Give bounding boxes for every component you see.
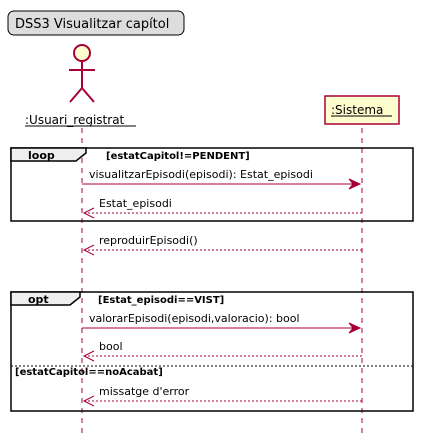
- message-label: Estat_episodi: [99, 197, 172, 210]
- message-visualitzar-episodi: visualitzarEpisodi(episodi): Estat_episo…: [82, 168, 362, 190]
- message-label: reproduirEpisodi(): [99, 234, 198, 247]
- diagram-title: DSS3 Visualitzar capítol: [7, 10, 185, 36]
- open-arrowhead-icon: [82, 350, 95, 362]
- actor-icon: [69, 44, 95, 103]
- participant-system: :Sistema: [324, 95, 400, 125]
- opt-guard: [Estat_episodi==VIST]: [98, 295, 224, 306]
- message-label: bool: [99, 340, 123, 353]
- loop-guard: [estatCapitol!=PENDENT]: [106, 151, 250, 162]
- diagram-title-text: DSS3 Visualitzar capítol: [15, 17, 169, 32]
- open-arrowhead-icon: [82, 207, 95, 219]
- message-label: valorarEpisodi(episodi,valoracio): bool: [89, 312, 300, 325]
- message-error-return: missatge d'error: [82, 385, 362, 407]
- actor-user: :Usuari_registrat: [25, 44, 136, 127]
- message-valorar-episodi: valorarEpisodi(episodi,valoracio): bool: [82, 312, 362, 334]
- actor-user-label: :Usuari_registrat: [25, 113, 125, 127]
- message-reproduir-episodi: reproduirEpisodi(): [82, 234, 362, 256]
- message-label: missatge d'error: [99, 385, 190, 398]
- loop-operator: loop: [28, 149, 55, 162]
- else-guard: [estatCapitol==noAcabat]: [15, 367, 163, 378]
- arrowhead-icon: [348, 322, 362, 334]
- message-estat-episodi-return: Estat_episodi: [82, 197, 362, 219]
- opt-operator: opt: [28, 293, 49, 306]
- open-arrowhead-icon: [82, 395, 95, 407]
- message-bool-return: bool: [82, 340, 362, 362]
- arrowhead-icon: [348, 178, 362, 190]
- message-label: visualitzarEpisodi(episodi): Estat_episo…: [89, 168, 313, 181]
- open-arrowhead-icon: [82, 244, 95, 256]
- participant-system-label: :Sistema: [331, 103, 383, 117]
- opt-fragment: opt [Estat_episodi==VIST] [estatCapitol=…: [10, 291, 414, 412]
- loop-fragment: loop [estatCapitol!=PENDENT]: [10, 147, 414, 222]
